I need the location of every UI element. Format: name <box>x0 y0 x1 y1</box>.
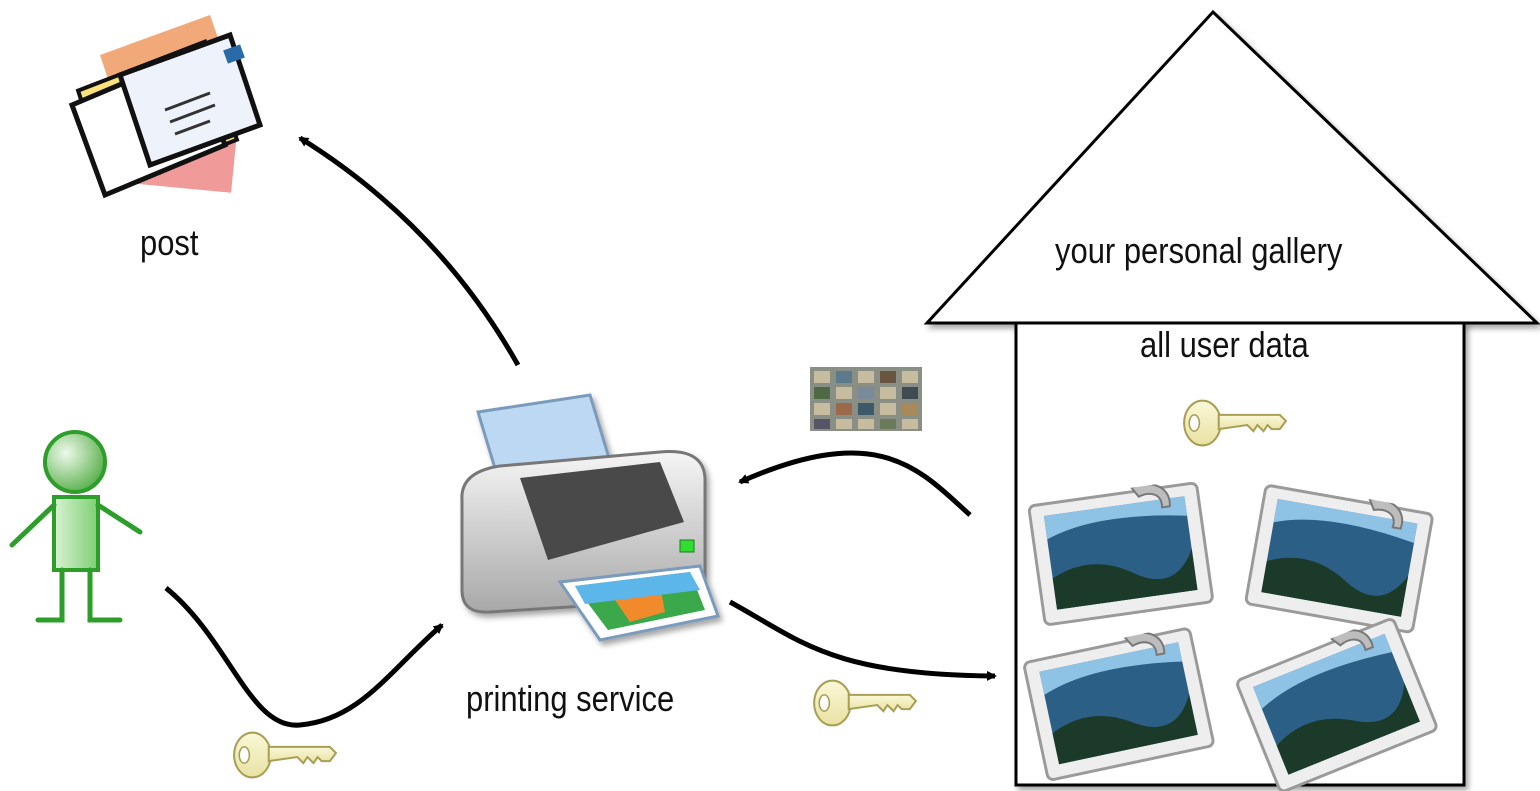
key-icon <box>813 679 917 727</box>
photo-thumbnails-icon <box>810 367 922 431</box>
key-icon <box>233 731 337 779</box>
arrow-gallery-to-printer <box>738 450 972 517</box>
person-icon <box>9 430 143 623</box>
user-data-label: all user data <box>1140 324 1309 365</box>
arrow-user-to-printer <box>164 586 444 728</box>
post-label: post <box>140 222 199 263</box>
gallery-label: your personal gallery <box>1055 230 1343 271</box>
arrow-printer-to-post <box>298 135 521 367</box>
printing-service-label: printing service <box>466 678 675 719</box>
printer-icon <box>460 393 720 642</box>
arrow-printer-to-gallery <box>728 599 997 681</box>
gallery-house <box>923 9 1540 787</box>
mail-stack-icon <box>68 15 264 199</box>
